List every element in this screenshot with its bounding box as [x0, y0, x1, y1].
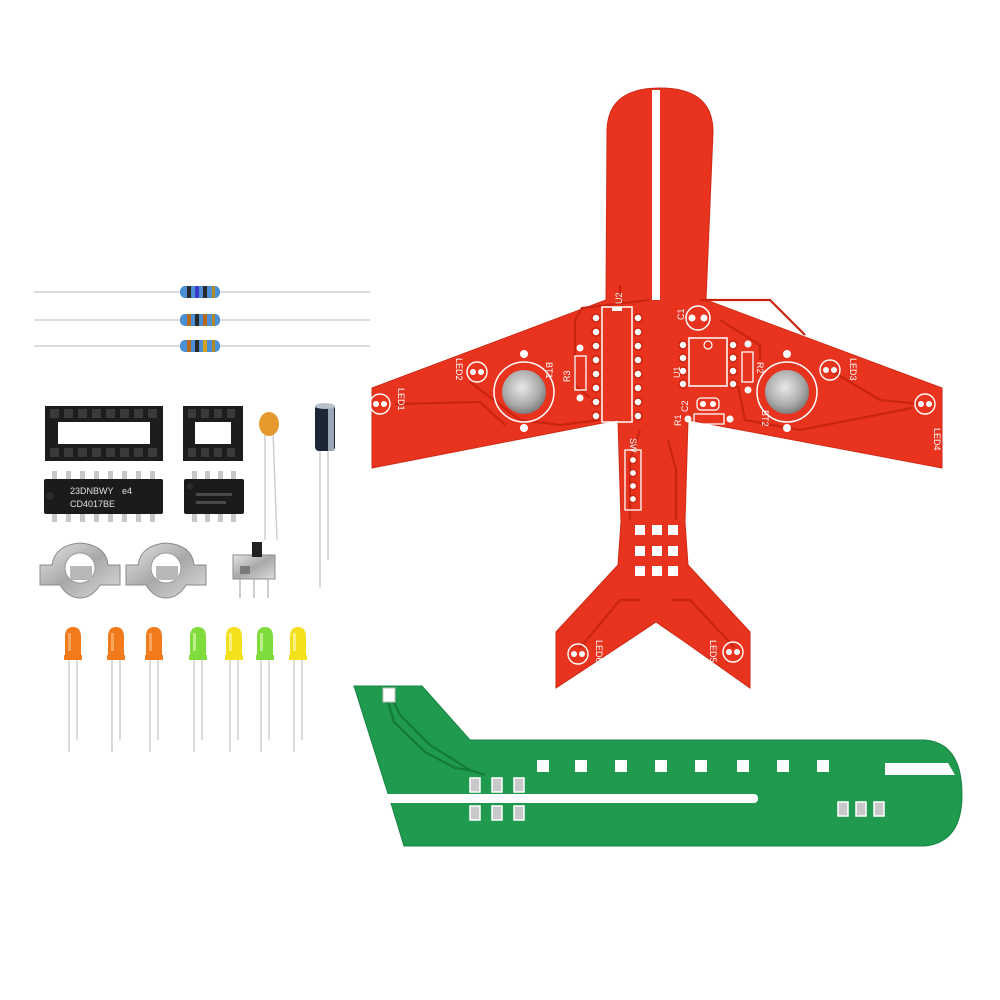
- resistors: [34, 286, 370, 352]
- red-airplane-pcb: U2 C1 BT1 R3 U1 R2 C2 R1 BT2 SW LED1 LED…: [369, 87, 943, 689]
- led-footprints: [369, 359, 936, 665]
- label-led6: LED6: [594, 640, 604, 663]
- led-yellow: [225, 627, 243, 752]
- plus-mark: +: [386, 676, 392, 687]
- bt1-battery-pad: [493, 350, 555, 432]
- green-fuselage-pcb: +: [353, 676, 963, 847]
- label-c1: C1: [676, 308, 686, 320]
- label-bt2: BT2: [760, 410, 770, 427]
- led-green: [189, 627, 207, 752]
- ic-socket-8pin: [183, 406, 243, 461]
- ic-marking-line1: 23DNBWY: [70, 486, 114, 496]
- ceramic-capacitor: [259, 412, 279, 541]
- u1-footprint: [678, 337, 738, 389]
- label-r1: R1: [673, 414, 683, 426]
- ic-marking-mark: e4: [122, 486, 132, 496]
- label-u1: U1: [672, 366, 682, 378]
- label-c2: C2: [680, 400, 690, 412]
- label-led2: LED2: [454, 358, 464, 381]
- resistor: [34, 340, 370, 352]
- c1-footprint: [685, 305, 711, 331]
- label-r2: R2: [755, 362, 765, 374]
- green-traces: [386, 697, 486, 777]
- led-pads: [373, 367, 932, 657]
- ic-marking-line2: CD4017BE: [70, 499, 115, 509]
- resistor: [34, 286, 370, 298]
- c2-footprint: [696, 397, 720, 411]
- coin-cell-holder: [125, 542, 207, 599]
- window-squares: [537, 760, 829, 772]
- led-orange: [64, 627, 82, 752]
- solder-pad-grid: [635, 525, 678, 576]
- led-yellow: [289, 627, 307, 752]
- ic-cd4017: 23DNBWY e4 CD4017BE: [44, 471, 163, 522]
- slide-switch: [232, 542, 276, 598]
- smd-pads-left: [469, 777, 525, 821]
- ic-socket-16pin: [45, 406, 163, 461]
- bt2-battery-pad: [756, 350, 818, 432]
- label-led5: LED5: [708, 640, 718, 663]
- r1-footprint: [684, 413, 734, 425]
- resistor: [34, 314, 370, 326]
- mount-slot-green: [384, 794, 758, 803]
- label-u2: U2: [614, 292, 624, 304]
- coin-cell-holder: [39, 542, 121, 599]
- nose-stripe: [885, 763, 955, 775]
- leds: [64, 627, 307, 752]
- mount-slot: [652, 90, 660, 300]
- label-led3: LED3: [848, 358, 858, 381]
- label-led4: LED4: [932, 428, 942, 451]
- label-bt1: BT1: [544, 362, 554, 379]
- label-led1: LED1: [396, 388, 406, 411]
- r3-footprint: [574, 344, 587, 402]
- ic-8pin: [184, 471, 244, 522]
- plus-pad: [382, 687, 396, 703]
- u2-footprint: [591, 306, 643, 423]
- led-green: [256, 627, 274, 752]
- r2-footprint: [741, 340, 754, 394]
- electrolytic-capacitor: [315, 403, 335, 588]
- smd-pads-right: [837, 801, 885, 817]
- led-orange: [107, 627, 125, 752]
- sw-footprint: [624, 449, 642, 511]
- label-r3: R3: [562, 370, 572, 382]
- label-sw: SW: [628, 438, 638, 453]
- led-orange: [145, 627, 163, 752]
